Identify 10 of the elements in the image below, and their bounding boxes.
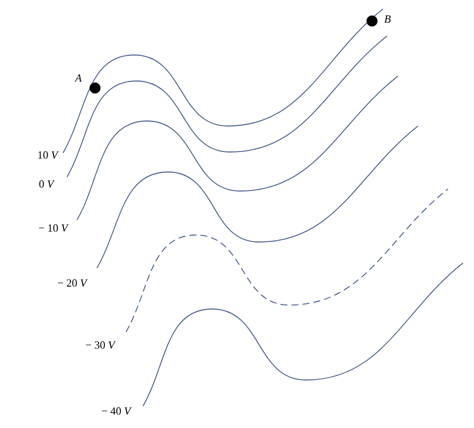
voltage-label: − 40 V	[102, 407, 132, 415]
voltage-label: − 30 V	[86, 341, 116, 349]
voltage-label: 0 V	[39, 180, 55, 188]
voltage-label: − 20 V	[58, 279, 88, 287]
point-dot	[366, 16, 378, 26]
point-label: B	[384, 15, 391, 23]
point-label: A	[74, 74, 82, 82]
voltage-label: 10 V	[38, 151, 59, 159]
point-dot	[90, 82, 100, 94]
voltage-label: − 10 V	[38, 224, 69, 232]
